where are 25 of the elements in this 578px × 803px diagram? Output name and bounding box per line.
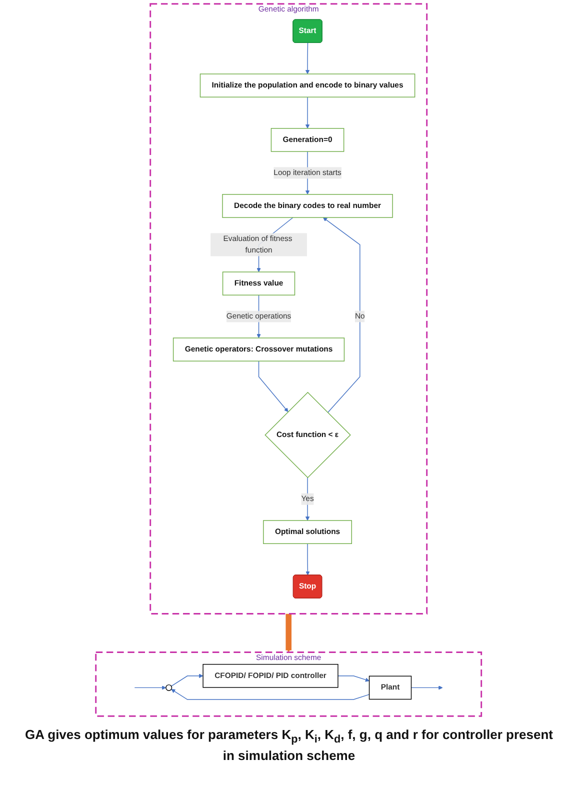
- node-box: [222, 194, 394, 218]
- arrow: [171, 674, 204, 686]
- arrow: [258, 360, 289, 412]
- arrow: [306, 543, 310, 576]
- cluster: [150, 3, 428, 614]
- node-box: [222, 272, 296, 296]
- arrow: [306, 42, 310, 74]
- node-box: [173, 338, 345, 362]
- node-box: [263, 520, 352, 544]
- arrow: [411, 686, 444, 690]
- cluster: [96, 652, 482, 717]
- arrow: [286, 614, 292, 652]
- node-box: [369, 676, 412, 700]
- arrow: [323, 217, 361, 413]
- node-box: [200, 74, 416, 98]
- arrow: [134, 686, 167, 690]
- node-diamond: [265, 392, 352, 478]
- arrow: [306, 96, 310, 129]
- arrow: [306, 477, 310, 521]
- node-box: [271, 128, 345, 152]
- arrow: [338, 676, 370, 682]
- node-circle: [166, 684, 172, 691]
- note-text: GA gives optimum values for parameters K$_{p}$, K$_{i}$, K$_{d}$, f, g, q and r for controller present in simulation scheme: [24, 726, 554, 765]
- node-box: [203, 664, 339, 688]
- arrow: [171, 689, 370, 700]
